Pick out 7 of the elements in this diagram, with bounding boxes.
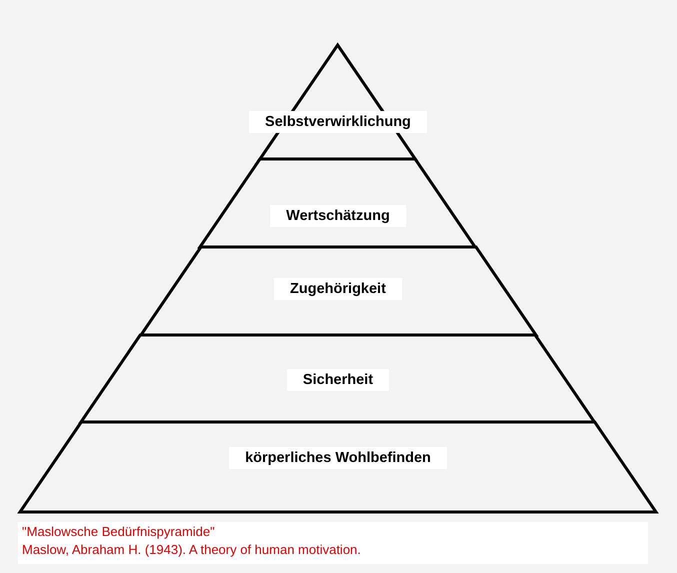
level-label: Zugehörigkeit (274, 278, 402, 300)
level-label: körperliches Wohlbefinden (229, 447, 447, 469)
level-label: Selbstverwirklichung (249, 111, 427, 133)
citation-text: Maslow, Abraham H. (1943). A theory of human motivation. (22, 542, 361, 557)
level-label: Wertschätzung (270, 205, 406, 227)
figure-title: "Maslowsche Bedürfnispyramide" (22, 524, 215, 539)
level-label: Sicherheit (286, 369, 390, 391)
